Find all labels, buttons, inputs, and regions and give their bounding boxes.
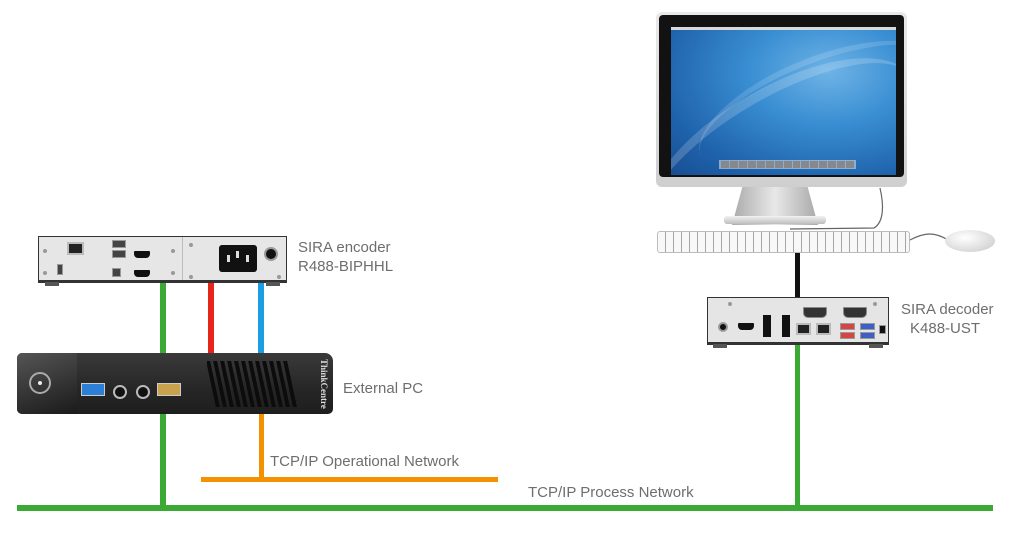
decoder-name-label: SIRA decoder	[901, 301, 994, 318]
process-network-line	[17, 505, 993, 511]
operational-network-label: TCP/IP Operational Network	[270, 453, 459, 470]
encoder-to-pc-red-cable	[208, 283, 214, 353]
decoder-model-label: K488-UST	[910, 320, 981, 337]
desktop-dock	[719, 160, 856, 169]
monitor-bezel	[659, 15, 904, 177]
decoder-to-process-network-cable	[795, 345, 800, 507]
usb3-port-icon	[860, 332, 875, 339]
sira-decoder-device	[707, 297, 889, 348]
hdmi-out-port-icon	[134, 251, 150, 258]
mini-usb-port-icon	[57, 264, 63, 275]
monitor-stand-base	[724, 216, 826, 224]
power-button-icon	[29, 372, 51, 394]
encoder-name-label: SIRA encoder	[298, 239, 391, 256]
encoder-to-pc-blue-cable	[258, 283, 264, 353]
ventilation-grille	[207, 361, 299, 407]
usb3-port-icon	[81, 383, 105, 396]
dc-power-jack-icon	[264, 247, 278, 261]
dc-in-jack-icon	[718, 322, 728, 332]
external-pc-label: External PC	[343, 380, 424, 397]
headphone-jack-icon	[136, 385, 150, 399]
hdmi-port-icon	[738, 323, 754, 330]
process-network-label: TCP/IP Process Network	[528, 484, 694, 501]
screw-icon	[873, 302, 877, 306]
usb2-port-icon	[840, 332, 855, 339]
usb-port-icon	[112, 240, 126, 248]
external-pc-device: ThinkCentre	[17, 353, 333, 414]
mouse-cable	[909, 233, 949, 241]
usb-port-icon	[112, 250, 126, 258]
encoder-panel-divider	[182, 237, 183, 280]
keyboard	[657, 231, 910, 253]
power-inlet-icon	[219, 245, 257, 272]
screw-icon	[43, 249, 47, 253]
ethernet-port-icon	[816, 323, 831, 335]
monitor	[656, 12, 907, 187]
displayport-icon	[782, 315, 790, 337]
ethernet-port-icon	[796, 323, 811, 335]
hdmi-in-port-icon	[134, 270, 150, 277]
power-switch-icon	[879, 325, 886, 334]
pc-to-operational-network-cable	[259, 414, 264, 482]
mouse	[945, 230, 995, 252]
usb-charging-port-icon	[157, 383, 181, 396]
desktop-menubar	[671, 27, 896, 30]
ethernet-port-icon	[67, 242, 84, 255]
screw-icon	[171, 249, 175, 253]
com1-serial-port-icon	[803, 307, 827, 318]
thinkcentre-brand-logo: ThinkCentre	[319, 359, 329, 409]
screw-icon	[277, 275, 281, 279]
encoder-model-label: R488-BIPHHL	[298, 258, 394, 275]
com2-serial-port-icon	[843, 307, 867, 318]
monitor-screen	[671, 27, 896, 175]
screw-icon	[189, 243, 193, 247]
displayport-icon	[763, 315, 771, 337]
screw-icon	[43, 271, 47, 275]
usb3-port-icon	[860, 323, 875, 330]
screw-icon	[189, 275, 193, 279]
microphone-jack-icon	[113, 385, 127, 399]
screw-icon	[171, 271, 175, 275]
operational-network-line	[201, 477, 498, 482]
sira-encoder-device	[38, 236, 287, 286]
screw-icon	[728, 302, 732, 306]
usb-b-port-icon	[112, 268, 121, 277]
usb2-port-icon	[840, 323, 855, 330]
workstation-to-decoder-cable	[795, 253, 800, 297]
